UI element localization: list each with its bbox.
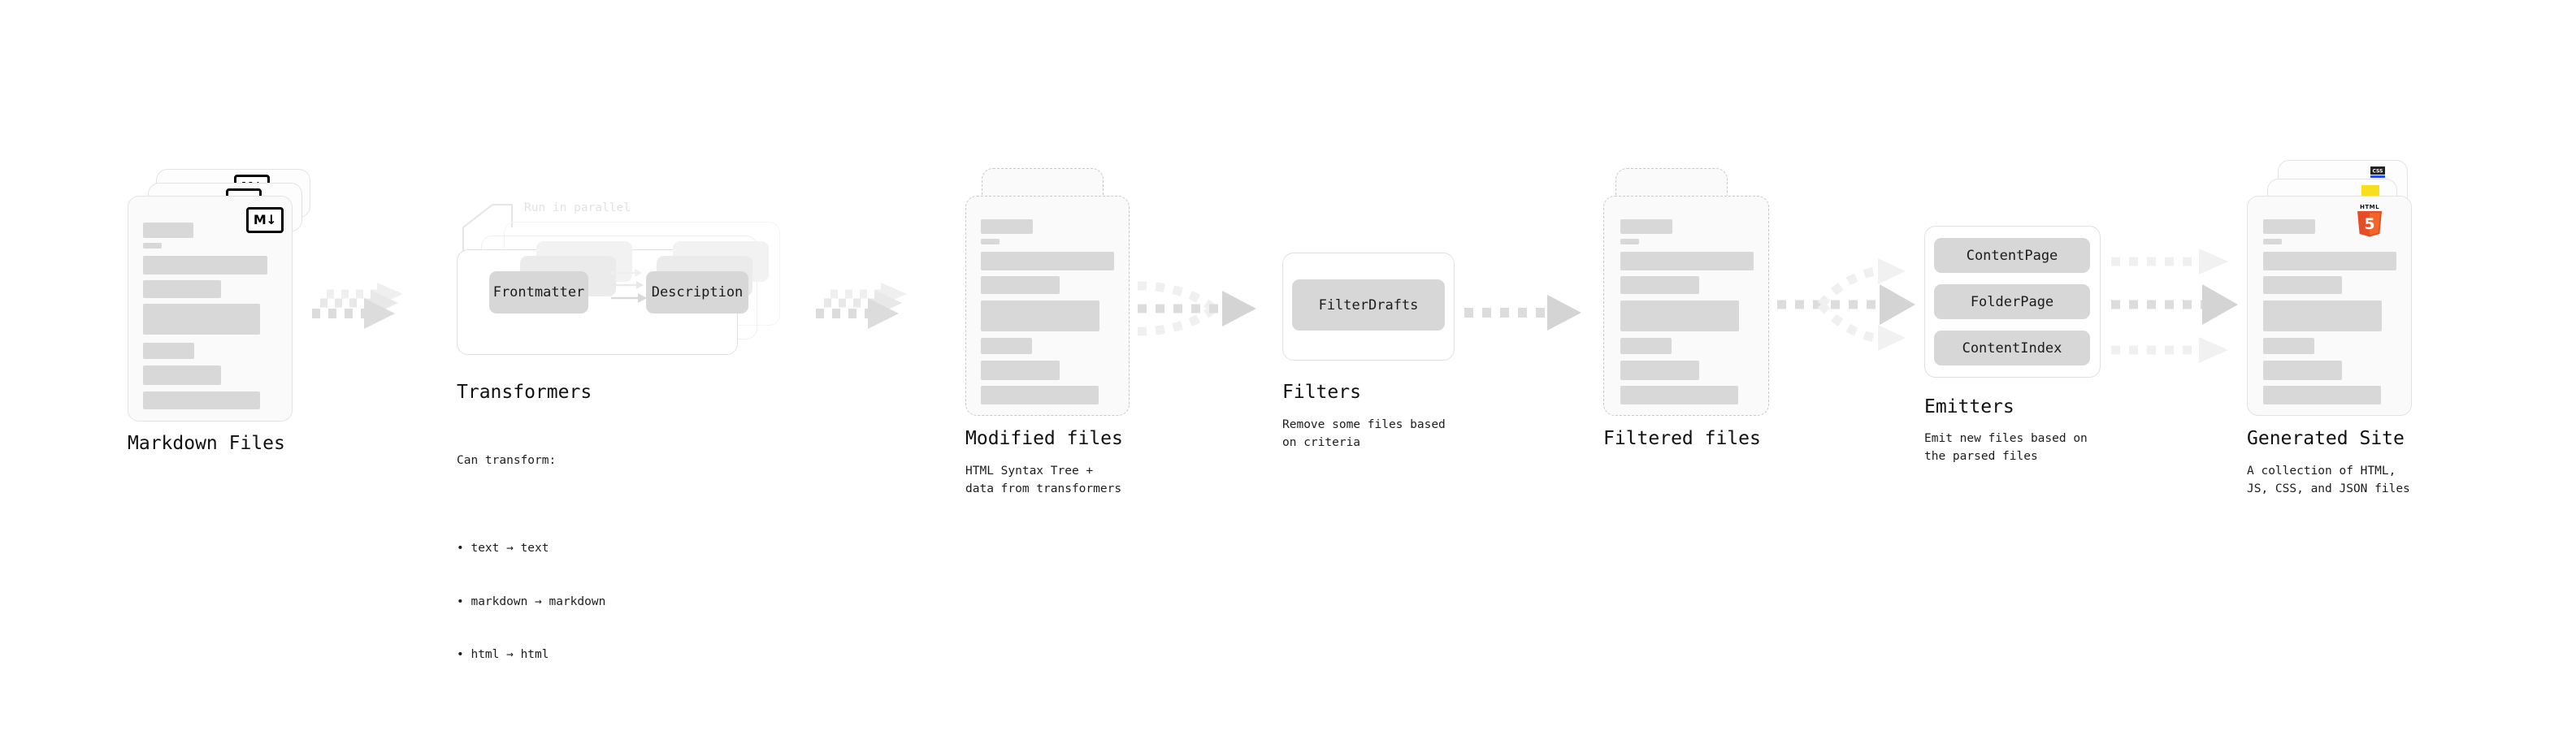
list-item: • markdown → markdown <box>457 594 606 608</box>
doc-skeleton-bar <box>1620 219 1672 234</box>
transformers-caption: Can transform: • text → text • markdown … <box>457 417 605 735</box>
svg-text:HTML: HTML <box>2360 204 2379 210</box>
emitter-chip-folderpage[interactable]: FolderPage <box>1934 284 2090 319</box>
transformer-chip-label: Frontmatter <box>492 284 585 300</box>
doc-skeleton-bar <box>2263 276 2342 294</box>
svg-text:CSS: CSS <box>2373 169 2383 175</box>
css3-icon: CSS <box>2370 166 2385 178</box>
doc-skeleton-bar <box>2263 300 2382 331</box>
filter-chip-label: FilterDrafts <box>1318 296 1419 313</box>
stage-label-filters: Filters <box>1282 382 1361 403</box>
doc-skeleton-bar <box>2263 252 2396 270</box>
arrow-filtered-to-emitters <box>1777 258 1915 351</box>
doc-skeleton-bar <box>1620 386 1738 404</box>
stage-label-transformers: Transformers <box>457 382 592 403</box>
doc-skeleton-bar <box>143 391 260 409</box>
html5-icon: HTML 5 <box>2357 204 2382 237</box>
doc-skeleton-bar <box>143 256 267 275</box>
doc-skeleton-bar <box>143 304 260 335</box>
arrow-transformers-to-modified <box>816 283 907 329</box>
emitter-chip-contentpage[interactable]: ContentPage <box>1934 238 2090 273</box>
emitter-chip-label: ContentPage <box>1966 247 2058 264</box>
transformer-inner-arrows <box>611 269 647 303</box>
transformer-chip-description[interactable]: Description <box>646 271 748 313</box>
doc-skeleton-bar <box>981 252 1114 270</box>
arrow-filters-to-filtered <box>1464 295 1581 331</box>
list-item: • html → html <box>457 647 549 661</box>
doc-skeleton-bar <box>143 223 193 238</box>
stage-label-modified-files: Modified files <box>965 428 1123 449</box>
filters-caption: Remove some files based on criteria <box>1282 418 1446 449</box>
stage-label-markdown-files: Markdown Files <box>128 433 285 454</box>
doc-skeleton-bar <box>981 361 1060 380</box>
emitters-caption: Emit new files based on the parsed files <box>1924 432 2088 463</box>
run-in-parallel-label: Run in parallel <box>524 201 631 214</box>
transformer-chip-frontmatter[interactable]: Frontmatter <box>489 271 588 313</box>
filter-chip-filterdrafts[interactable]: FilterDrafts <box>1292 279 1445 331</box>
doc-skeleton-bar <box>981 338 1032 354</box>
doc-skeleton-bar <box>2263 338 2314 354</box>
doc-skeleton-bar <box>981 219 1033 234</box>
doc-skeleton-bar <box>1620 338 1672 354</box>
doc-skeleton-bar <box>1620 300 1739 331</box>
emitter-chip-label: FolderPage <box>1970 293 2054 310</box>
doc-skeleton-bar <box>143 280 221 298</box>
arrow-markdown-to-transformers <box>312 283 403 329</box>
doc-skeleton-bar <box>2263 386 2381 404</box>
doc-skeleton-bar <box>981 386 1099 404</box>
doc-skeleton-bar <box>1620 239 1639 244</box>
arrow-modified-to-filters <box>1137 281 1256 336</box>
doc-skeleton-bar <box>143 243 162 249</box>
doc-skeleton-bar <box>981 300 1099 331</box>
doc-skeleton-bar <box>1620 252 1754 270</box>
doc-skeleton-bar <box>1620 276 1699 294</box>
svg-text:5: 5 <box>2364 215 2374 233</box>
doc-skeleton-bar <box>1620 361 1699 380</box>
javascript-icon <box>2361 185 2379 198</box>
generated-site-caption: A collection of HTML, JS, CSS, and JSON … <box>2247 465 2410 495</box>
arrow-emitters-to-site <box>2111 249 2238 363</box>
list-item: • text → text <box>457 542 549 556</box>
emitter-chip-label: ContentIndex <box>1962 339 2062 357</box>
markdown-icon: M↓ <box>246 207 284 233</box>
doc-skeleton-bar <box>981 276 1060 294</box>
doc-skeleton-bar <box>143 343 194 359</box>
caption-head: Can transform: <box>457 453 557 467</box>
run-in-parallel-bracket <box>462 204 513 253</box>
stage-label-generated-site: Generated Site <box>2247 428 2405 449</box>
stage-label-emitters: Emitters <box>1924 396 2014 417</box>
doc-skeleton-bar <box>2263 361 2342 380</box>
doc-skeleton-bar <box>143 365 221 385</box>
stage-label-filtered-files: Filtered files <box>1603 428 1761 449</box>
transformer-chip-label: Description <box>651 284 744 300</box>
modified-files-caption: HTML Syntax Tree + data from transformer… <box>965 465 1122 495</box>
transformers-bullet-list: • text → text • markdown → markdown • ht… <box>457 505 605 699</box>
doc-skeleton-bar <box>2263 239 2282 244</box>
emitter-chip-contentindex[interactable]: ContentIndex <box>1934 331 2090 365</box>
pipeline-diagram: M↓ M↓ M↓ Markdown Files <box>128 160 2412 661</box>
doc-skeleton-bar <box>2263 219 2315 234</box>
doc-skeleton-bar <box>981 239 1000 244</box>
